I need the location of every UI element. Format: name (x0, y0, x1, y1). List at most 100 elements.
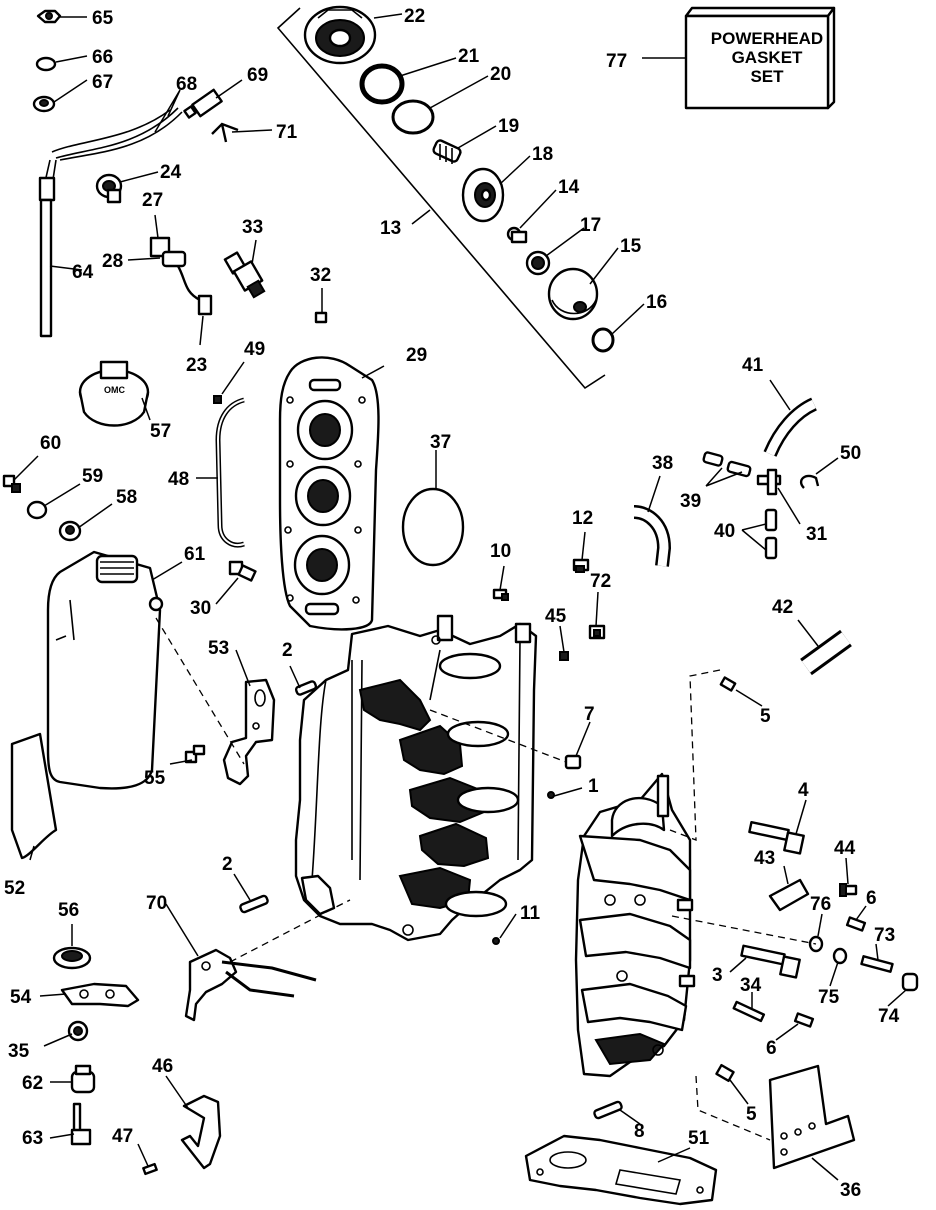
callout-35: 35 (8, 1041, 30, 1062)
part-67-washer (32, 95, 56, 113)
part-33-spark-plug (223, 251, 266, 299)
callout-42: 42 (772, 597, 793, 618)
callout-48: 48 (168, 469, 189, 490)
oil-cap-label: OMC (104, 385, 125, 395)
callout-37: 37 (430, 432, 451, 453)
callout-55: 55 (144, 768, 166, 789)
part-12-fitting (572, 558, 590, 573)
part-52-decal (10, 732, 58, 860)
callout-28: 28 (102, 251, 123, 272)
part-6-screw-upper (845, 916, 867, 932)
part-48-hose (215, 397, 245, 548)
callout-13: 13 (380, 218, 401, 239)
callout-38: 38 (652, 453, 673, 474)
callout-33: 33 (242, 217, 263, 238)
callout-2b: 2 (222, 854, 233, 875)
callout-47: 47 (112, 1126, 133, 1147)
callout-65: 65 (92, 8, 114, 29)
callout-5b: 5 (746, 1104, 757, 1125)
callout-23: 23 (186, 355, 207, 376)
part-16-o-ring (591, 327, 615, 353)
callout-75: 75 (818, 987, 840, 1008)
part-72-plug (588, 624, 606, 640)
gasket-set-line-3: SET (750, 67, 784, 86)
part-40-connectors (764, 508, 778, 560)
part-2-dowel-pin-lower (239, 894, 269, 914)
part-49-screw (213, 395, 222, 404)
callout-11: 11 (520, 903, 541, 924)
part-27-28-23-sensor-harness (149, 236, 213, 316)
callout-24: 24 (160, 162, 182, 183)
alignment-line-linkage (229, 899, 351, 963)
callout-30: 30 (190, 598, 211, 619)
callout-15: 15 (620, 236, 642, 257)
part-8-pin (593, 1100, 623, 1120)
alignment-line-manifold-mid (671, 915, 817, 945)
part-51-base-gasket (524, 1134, 718, 1206)
part-73-stud (860, 955, 894, 973)
part-56-grommet (52, 946, 92, 970)
callout-22: 22 (404, 6, 425, 27)
part-36-gasket-plate (768, 1064, 856, 1170)
callout-29: 29 (406, 345, 427, 366)
part-44-screw (839, 883, 858, 897)
alignment-line-plate (695, 1075, 771, 1141)
callout-72: 72 (590, 571, 611, 592)
callout-16: 16 (646, 292, 667, 313)
part-37-o-ring (401, 487, 465, 567)
callout-52: 52 (4, 878, 25, 899)
part-4-bolt (748, 820, 805, 855)
part-59-grommet (26, 500, 48, 520)
callout-40: 40 (714, 521, 735, 542)
callout-20: 20 (490, 64, 511, 85)
callout-36: 36 (840, 1180, 861, 1201)
part-50-clip (799, 474, 820, 489)
part-35-nut (67, 1020, 89, 1042)
part-34-screw (732, 1000, 766, 1023)
part-20-seal-ring (391, 99, 435, 135)
part-21-o-ring (359, 63, 405, 105)
part-63-fitting (70, 1102, 92, 1146)
callout-17: 17 (580, 215, 601, 236)
part-74-cap (901, 972, 919, 992)
part-62-plug (70, 1064, 96, 1094)
part-30-screw (228, 560, 257, 582)
callout-8: 8 (634, 1121, 645, 1142)
callout-32: 32 (310, 265, 331, 286)
part-60-screw (2, 474, 21, 493)
part-5-screw-lower (715, 1063, 735, 1083)
callout-1: 1 (588, 776, 599, 797)
part-69-connector (183, 88, 223, 119)
callout-27: 27 (142, 190, 163, 211)
part-2-dowel-pin (294, 680, 318, 696)
callout-31: 31 (806, 524, 828, 545)
alignment-line-tank (155, 617, 245, 765)
part-3-bolt (740, 944, 801, 979)
part-19-spring (432, 139, 462, 164)
crankcase-block (294, 614, 538, 942)
part-53-bracket (222, 678, 276, 786)
part-29-cylinder-head (278, 356, 380, 631)
callout-62: 62 (22, 1073, 43, 1094)
callout-14: 14 (558, 177, 580, 198)
callout-6b: 6 (766, 1038, 777, 1059)
part-65-nut (36, 9, 62, 24)
alignment-line-crankcase (429, 709, 567, 763)
callout-2a: 2 (282, 640, 293, 661)
callout-77: 77 (606, 51, 627, 72)
part-43-plate (768, 878, 810, 912)
callout-74: 74 (878, 1006, 900, 1027)
part-18-thermostat (461, 167, 505, 223)
part-57-oil-cap: OMC (78, 360, 150, 427)
callout-66: 66 (92, 47, 113, 68)
part-14-valve-stem (506, 226, 528, 244)
part-54-bracket (60, 982, 140, 1008)
part-7-bushing (564, 754, 582, 770)
callout-34: 34 (740, 975, 762, 996)
part-17-spring (525, 250, 551, 276)
callout-44: 44 (834, 838, 856, 859)
part-45-screw (559, 651, 569, 661)
part-39-connectors (702, 451, 752, 478)
part-58-grommet (58, 520, 82, 542)
manifold-housing (574, 772, 696, 1078)
